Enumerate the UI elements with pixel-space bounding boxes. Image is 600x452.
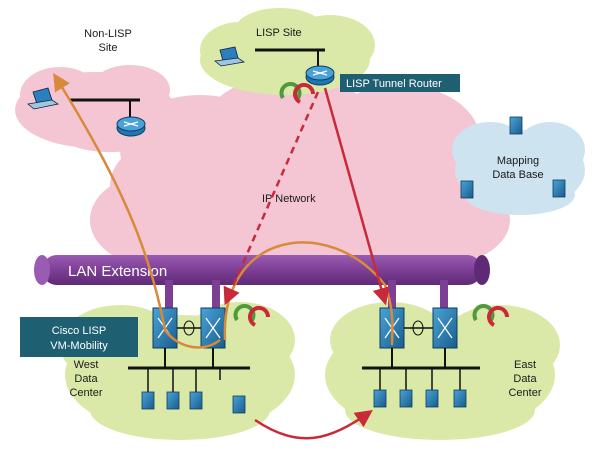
orange-traffic-path: [55, 76, 394, 349]
ip-network-label: IP Network: [262, 193, 316, 205]
lisp-site-cycle-icon: [279, 82, 316, 104]
east-lan-bus: [362, 348, 480, 390]
non-lisp-site-label-2: Site: [99, 42, 118, 54]
mapping-db-cloud: [452, 122, 585, 215]
lisp-site-lan-bus: [255, 48, 325, 68]
west-server-icon: [141, 391, 246, 414]
mapping-db-label-2: Data Base: [492, 169, 543, 181]
vm-mobility-label: VM-Mobility: [50, 340, 108, 352]
tunnel-router-callout: [340, 74, 460, 92]
west-cycle-icon: [233, 304, 271, 327]
router-icon: [116, 116, 146, 137]
cisco-lisp-label: Cisco LISP: [52, 325, 106, 337]
east-dc-label-2: Data: [513, 373, 537, 385]
west-dc-label-3: Center: [69, 387, 102, 399]
west-dc-label-2: Data: [74, 373, 98, 385]
east-dc-label-3: Center: [508, 387, 541, 399]
east-dc-label: East: [514, 359, 536, 371]
non-lisp-lan-bus: [70, 98, 140, 118]
lan-extension-label: LAN Extension: [68, 263, 167, 280]
tunnel-router-icon: [305, 65, 335, 86]
mapping-db-server-icon: [460, 116, 566, 199]
vm-migration-arrow: [254, 409, 373, 440]
non-lisp-site-label: Non-LISP: [84, 28, 132, 40]
mapping-db-label: Mapping: [497, 155, 539, 167]
west-lan-bus: [128, 348, 250, 392]
west-dc-label: West: [74, 359, 99, 371]
laptop-icon: [214, 46, 246, 67]
vm-mobility-callout: [20, 317, 138, 357]
lisp-site-label: LISP Site: [256, 27, 302, 39]
red-dashed-tunnel-path: [223, 91, 320, 306]
red-tunnel-path: [323, 87, 390, 306]
east-cycle-icon: [472, 304, 510, 327]
non-lisp-site-cloud: [15, 65, 175, 152]
east-server-icon: [373, 389, 467, 408]
tunnel-router-label: LISP Tunnel Router: [346, 78, 442, 90]
